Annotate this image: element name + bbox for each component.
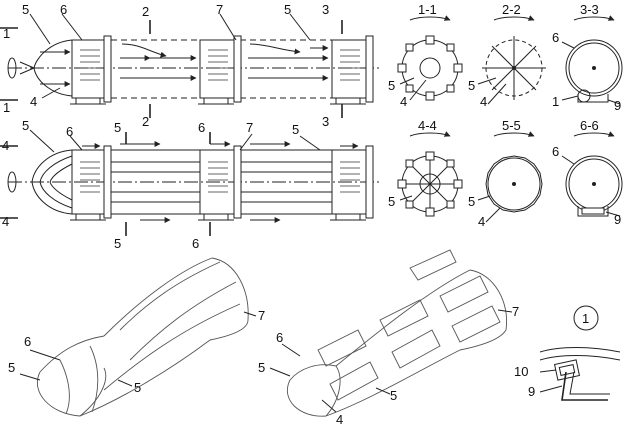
- label-9: 9: [614, 212, 621, 227]
- label-5: 5: [468, 194, 475, 209]
- label-6: 6: [552, 144, 559, 159]
- label-6: 6: [66, 124, 73, 139]
- label-5: 5: [134, 380, 141, 395]
- rotation-arrow-icon: [7, 57, 17, 79]
- section-views: 1-1 5 4 2-2 5 4: [388, 2, 623, 229]
- label-7: 7: [246, 120, 253, 135]
- label-section-5-top: 5: [114, 120, 121, 135]
- label-5: 5: [22, 118, 29, 133]
- label-5: 5: [390, 388, 397, 403]
- rotation-arrow-icon: [7, 171, 17, 193]
- label-1: 1: [552, 94, 559, 109]
- perspective-sketch-left: 6 5 5 7: [8, 257, 265, 417]
- label-4: 4: [30, 94, 37, 109]
- label-section-6-bottom: 6: [192, 236, 199, 251]
- section-6-6: 6-6 6 9: [552, 118, 623, 227]
- label-6: 6: [60, 2, 67, 17]
- label-section-2-bottom: 2: [142, 114, 149, 129]
- label-section-3-bottom: 3: [322, 114, 329, 129]
- detail-label-1: 1: [582, 311, 589, 326]
- label-4: 4: [478, 214, 485, 229]
- section-label-2-2: 2-2: [502, 2, 521, 17]
- section-4-4: 4-4 5: [388, 118, 463, 217]
- label-section-1-bottom: 1: [3, 100, 10, 115]
- label-6: 6: [24, 334, 31, 349]
- label-6: 6: [552, 30, 559, 45]
- section-label-4-4: 4-4: [418, 118, 437, 133]
- assembly-view-top: 1 1 5 6 4 2 2 7 5 3 3: [0, 2, 380, 129]
- label-5: 5: [8, 360, 15, 375]
- label-section-4-bottom: 4: [2, 214, 9, 229]
- label-10: 10: [514, 364, 528, 379]
- section-2-2: 2-2 5 4: [468, 2, 546, 109]
- label-4: 4: [336, 412, 343, 427]
- label-5: 5: [292, 122, 299, 137]
- section-label-3-3: 3-3: [580, 2, 599, 17]
- label-section-2-top: 2: [142, 4, 149, 19]
- section-1-1: 1-1 5 4: [388, 2, 463, 109]
- section-3-3: 3-3 6 1 9: [552, 2, 623, 113]
- label-section-6-top: 6: [198, 120, 205, 135]
- label-5: 5: [284, 2, 291, 17]
- label-4: 4: [480, 94, 487, 109]
- label-section-4-top: 4: [2, 138, 9, 153]
- label-9: 9: [614, 98, 621, 113]
- section-5-5: 5-5 5 4: [468, 118, 543, 229]
- label-4: 4: [400, 94, 407, 109]
- assembly-view-bottom: 4 4 5 6 5 5 6 6 7 5: [0, 118, 380, 251]
- label-section-1-top: 1: [3, 26, 10, 41]
- label-5: 5: [468, 78, 475, 93]
- section-label-6-6: 6-6: [580, 118, 599, 133]
- detail-1: 1 10 9: [514, 305, 621, 401]
- label-9: 9: [528, 384, 535, 399]
- label-5: 5: [22, 2, 29, 17]
- label-7: 7: [258, 308, 265, 323]
- label-5: 5: [388, 78, 395, 93]
- label-section-5-bottom: 5: [114, 236, 121, 251]
- label-5: 5: [258, 360, 265, 375]
- perspective-sketch-right: 6 5 4 5 7: [258, 249, 519, 427]
- section-label-1-1: 1-1: [418, 2, 437, 17]
- label-5: 5: [388, 194, 395, 209]
- label-7: 7: [512, 304, 519, 319]
- label-7: 7: [216, 2, 223, 17]
- label-6: 6: [276, 330, 283, 345]
- label-section-3-top: 3: [322, 2, 329, 17]
- section-label-5-5: 5-5: [502, 118, 521, 133]
